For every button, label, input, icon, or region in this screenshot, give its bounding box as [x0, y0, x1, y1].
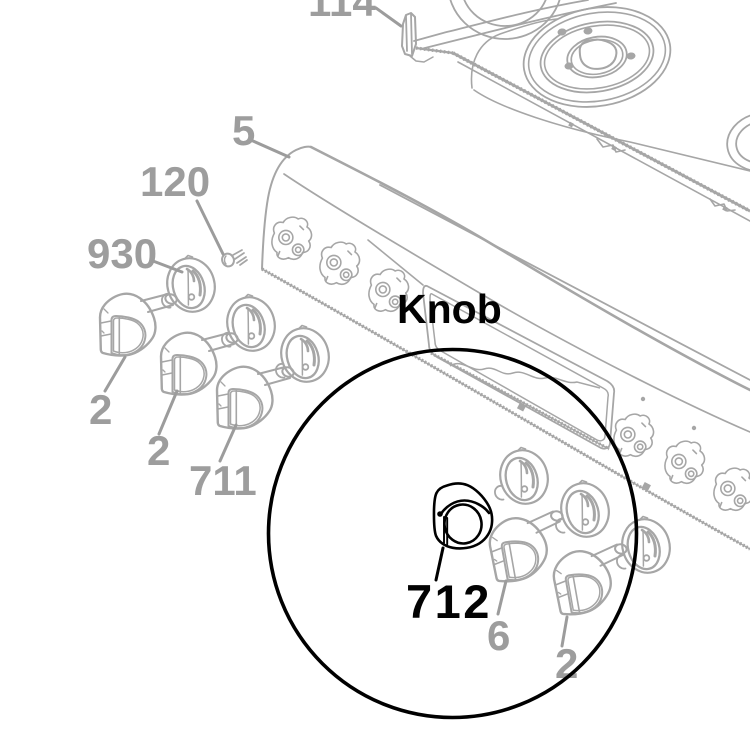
svg-text:6: 6	[487, 612, 510, 659]
svg-text:2: 2	[147, 427, 170, 474]
svg-text:930: 930	[87, 230, 157, 277]
svg-text:2: 2	[89, 386, 112, 433]
svg-text:114: 114	[308, 0, 376, 25]
svg-text:711: 711	[189, 457, 257, 504]
svg-text:712: 712	[406, 575, 492, 628]
svg-text:5: 5	[232, 107, 255, 154]
svg-text:120: 120	[140, 158, 210, 205]
svg-text:Knob: Knob	[397, 286, 502, 332]
